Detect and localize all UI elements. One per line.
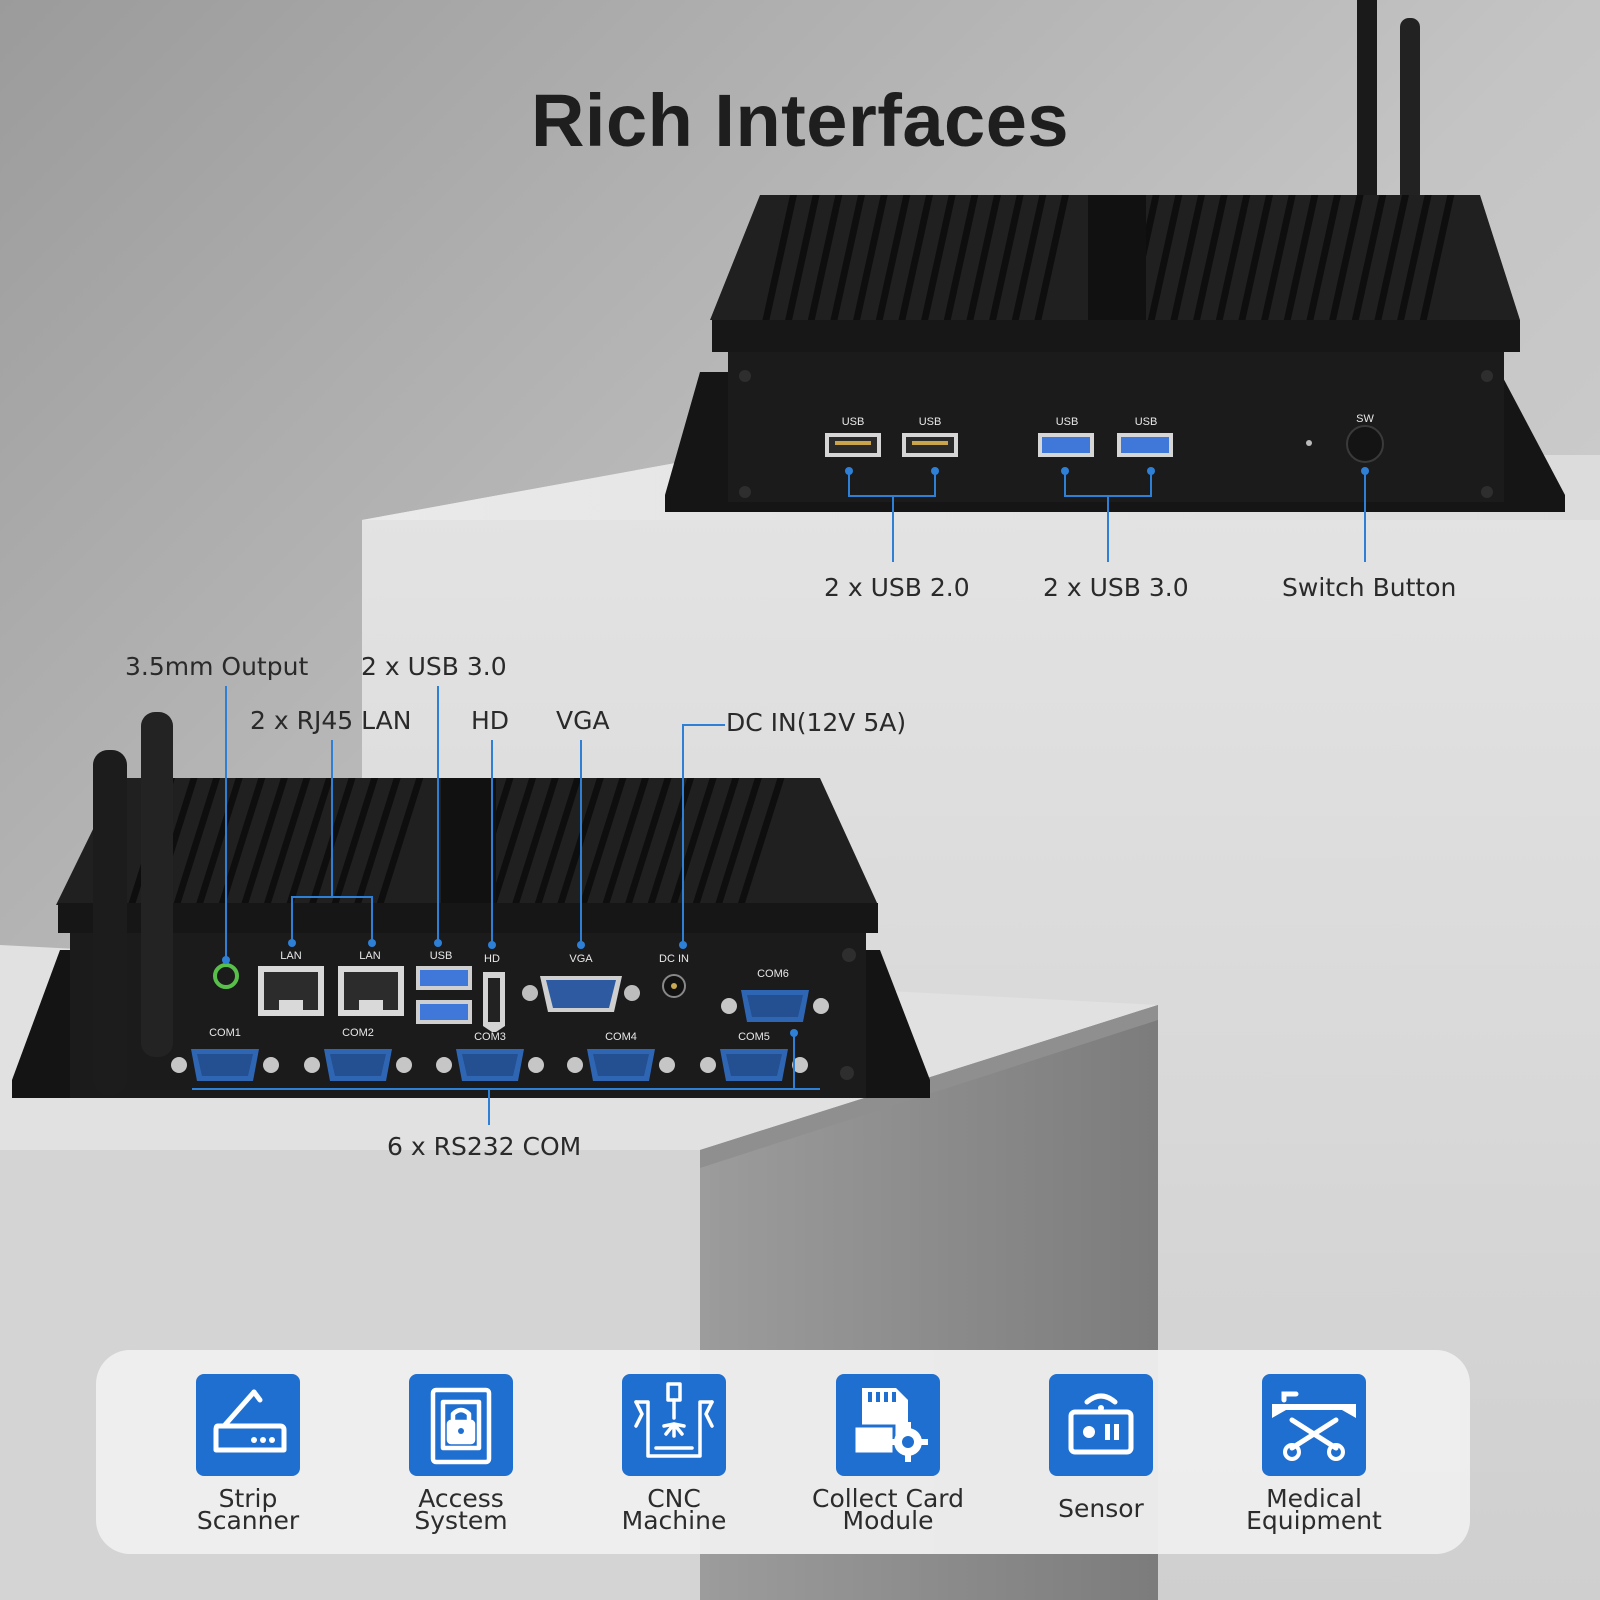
app-label: Access System <box>414 1484 508 1535</box>
callout-usb2-top: 2 x USB 2.0 <box>824 573 970 602</box>
page-title: Rich Interfaces <box>530 79 1070 162</box>
app-tile <box>1049 1374 1153 1476</box>
port-label-hd: HD <box>484 953 500 965</box>
top-usb2-port-2 <box>902 433 958 457</box>
callout-hd: HD <box>471 706 510 735</box>
callout-switch-button: Switch Button <box>1282 573 1457 602</box>
top-port-label: SW <box>1356 413 1374 425</box>
app-cnc-machine: CNC Machine <box>574 1374 774 1535</box>
top-port-label: USB <box>842 416 865 428</box>
app-tile <box>836 1374 940 1476</box>
callout-dc-in: DC IN(12V 5A) <box>726 708 907 737</box>
port-label-com2: COM2 <box>342 1027 374 1039</box>
audio-jack <box>213 963 239 989</box>
top-callout-lines <box>848 471 1366 562</box>
callout-rs232-com: 6 x RS232 COM <box>387 1132 582 1161</box>
scanner-icon <box>213 1389 287 1453</box>
app-collect-card-module: Collect Card Module <box>788 1374 988 1535</box>
port-label-lan1: LAN <box>280 950 301 962</box>
app-tile <box>1262 1374 1366 1476</box>
top-port-label: USB <box>1135 416 1158 428</box>
port-label-usb: USB <box>430 950 453 962</box>
power-switch <box>1346 425 1384 463</box>
app-tile <box>622 1374 726 1476</box>
top-heatsink-fins <box>762 195 1455 322</box>
top-usb2-port-1 <box>825 433 881 457</box>
top-port-label: USB <box>919 416 942 428</box>
usb3-ports <box>416 966 472 1024</box>
applications-panel: Strip Scanner Access System <box>96 1350 1470 1554</box>
top-usb3-port-1 <box>1038 433 1094 457</box>
sensor-icon <box>1068 1393 1134 1455</box>
lock-icon <box>430 1387 492 1465</box>
app-access-system: Access System <box>361 1374 561 1535</box>
callout-rj45-lan: 2 x RJ45 LAN <box>250 706 412 735</box>
hdmi-port <box>483 972 505 1032</box>
cnc-icon <box>634 1382 714 1458</box>
app-sensor: Sensor <box>1001 1374 1201 1523</box>
callout-vga: VGA <box>556 706 610 735</box>
card-module-icon <box>852 1388 928 1462</box>
port-label-com4: COM4 <box>605 1031 637 1043</box>
port-label-vga: VGA <box>569 953 593 965</box>
top-usb3-port-2 <box>1117 433 1173 457</box>
top-port-label: USB <box>1056 416 1079 428</box>
stretcher-icon <box>1272 1391 1356 1461</box>
bottom-callout-lines <box>192 686 820 1125</box>
app-strip-scanner: Strip Scanner <box>148 1374 348 1535</box>
app-label: CNC Machine <box>621 1484 727 1535</box>
app-tile <box>409 1374 513 1476</box>
app-label: Sensor <box>1058 1494 1144 1523</box>
callout-usb3-top: 2 x USB 3.0 <box>1043 573 1189 602</box>
callout-audio-output: 3.5mm Output <box>125 652 309 681</box>
app-medical-equipment: Medical Equipment <box>1214 1374 1414 1535</box>
app-tile <box>196 1374 300 1476</box>
port-label-com3: COM3 <box>474 1031 506 1043</box>
app-label: Collect Card Module <box>811 1484 964 1535</box>
app-label: Strip Scanner <box>196 1484 300 1535</box>
port-label-com6: COM6 <box>757 968 789 980</box>
port-label-com1: COM1 <box>209 1027 241 1039</box>
lan-port-1 <box>258 966 324 1016</box>
app-label: Medical Equipment <box>1246 1484 1382 1535</box>
port-label-com5: COM5 <box>738 1031 770 1043</box>
vga-port <box>522 976 640 1012</box>
port-label-dcin: DC IN <box>659 953 689 965</box>
port-label-lan2: LAN <box>359 950 380 962</box>
lan-port-2 <box>338 966 404 1016</box>
callout-usb3-bottom: 2 x USB 3.0 <box>361 652 507 681</box>
com-ports <box>171 990 829 1081</box>
